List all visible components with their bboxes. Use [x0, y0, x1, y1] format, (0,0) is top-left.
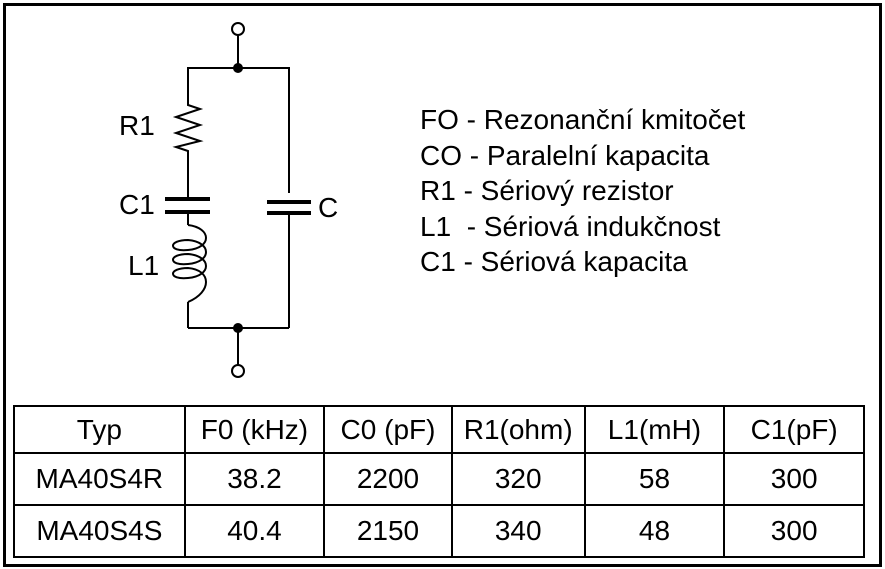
resistor-r1: [172, 92, 204, 199]
inductor-l1: [172, 224, 207, 303]
table-cell: 2150: [323, 504, 453, 558]
label-c1: C1: [119, 189, 155, 220]
table-cell: 300: [723, 452, 865, 506]
table-cell: MA40S4S: [13, 504, 186, 558]
legend-item: FO - Rezonanční kmitočet: [420, 104, 746, 135]
column-header: F0 (kHz): [183, 405, 326, 454]
table-cell: MA40S4R: [13, 452, 186, 506]
equivalent-circuit: [165, 22, 311, 378]
label-r1: R1: [119, 110, 155, 141]
table-cell: 38.2: [183, 452, 326, 506]
table-row: MA40S4R 38.2 2200 320 58 300: [13, 452, 865, 506]
bottom-junction-dot: [233, 323, 243, 333]
top-junction-dot: [233, 63, 243, 73]
table-cell: 48: [583, 504, 726, 558]
legend-item: R1 - Sériový rezistor: [420, 175, 674, 206]
legend-item: CO - Paralelní kapacita: [420, 139, 710, 171]
table-cell: 40.4: [183, 504, 326, 558]
label-l1: L1: [128, 250, 160, 281]
top-terminal: [231, 22, 245, 36]
table-cell: 320: [450, 452, 586, 506]
legend-item: C1 - Sériová kapacita: [420, 246, 688, 277]
bottom-terminal: [231, 364, 245, 378]
table-cell: 58: [583, 452, 726, 506]
diagram-frame: [3, 3, 882, 567]
legend-item: L1 - Sériová indukčnost: [420, 210, 721, 242]
legend: FO - Rezonanční kmitočet CO - Paralelní …: [420, 102, 745, 280]
table-cell: 340: [450, 504, 586, 558]
column-header: C0 (pF): [323, 405, 453, 454]
column-header: L1(mH): [583, 405, 726, 454]
table-cell: 300: [723, 504, 865, 558]
table-header-row: Typ F0 (kHz) C0 (pF) R1(ohm) L1(mH) C1(p…: [13, 405, 865, 454]
top-bus-wire: [187, 67, 290, 193]
column-header: Typ: [13, 405, 186, 454]
column-header: C1(pF): [723, 405, 865, 454]
column-header: R1(ohm): [450, 405, 586, 454]
table-cell: 2200: [323, 452, 453, 506]
parameter-table: Typ F0 (kHz) C0 (pF) R1(ohm) L1(mH) C1(p…: [13, 405, 865, 558]
label-c: C: [318, 192, 339, 223]
table-row: MA40S4S 40.4 2150 340 48 300: [13, 504, 865, 558]
